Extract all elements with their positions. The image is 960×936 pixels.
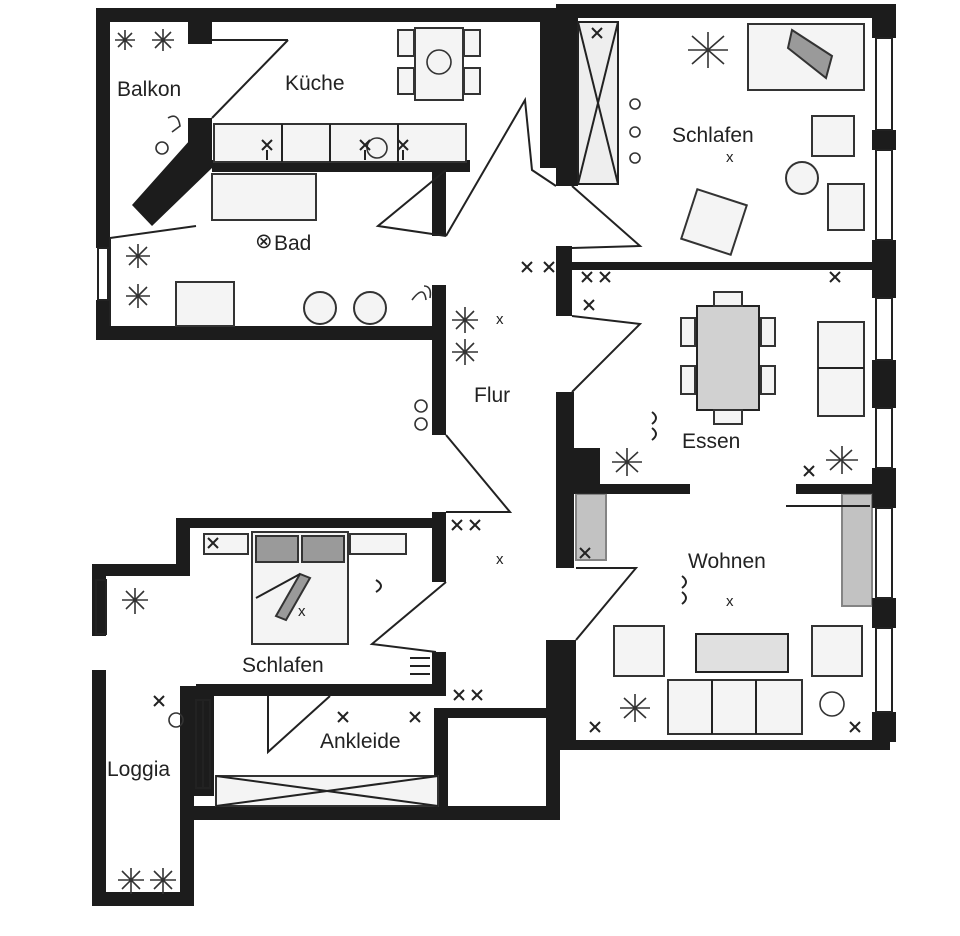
- label-wohnen: Wohnen: [688, 550, 766, 573]
- label-balkon: Balkon: [117, 78, 181, 101]
- light-marks: x x x x x: [298, 149, 734, 620]
- label-schlafen-bottom: Schlafen: [242, 654, 324, 677]
- bad-symbol: ⊗: [255, 230, 273, 253]
- living-furniture: [575, 493, 873, 735]
- label-kueche: Küche: [285, 72, 345, 95]
- kitchen-furniture: [213, 27, 481, 163]
- label-essen: Essen: [682, 430, 740, 453]
- light-mark-wohnen: x: [726, 593, 734, 610]
- flur-outline: [109, 39, 643, 755]
- light-mark-schlafen-bottom: x: [298, 603, 306, 620]
- dining-furniture: [612, 291, 865, 476]
- walls: [92, 4, 896, 906]
- flur-furniture: [414, 307, 478, 431]
- label-schlafen-top: Schlafen: [672, 124, 754, 147]
- bathroom-furniture: [126, 173, 432, 327]
- bedroom-top-furniture: [577, 21, 865, 257]
- label-flur: Flur: [474, 384, 510, 407]
- label-ankleide: Ankleide: [320, 730, 401, 753]
- electrical-symbols: [153, 27, 861, 733]
- light-mark-flur-bottom: x: [496, 551, 504, 568]
- balkon-plants: [115, 29, 181, 155]
- windows: [95, 37, 893, 789]
- label-loggia: Loggia: [107, 758, 170, 781]
- light-mark-flur-top: x: [496, 311, 504, 328]
- room-labels: Balkon Küche Schlafen ⊗ Bad Flur Essen W…: [107, 72, 766, 781]
- light-mark-schlafen-top: x: [726, 149, 734, 166]
- bedroom-bottom-furniture: [122, 531, 407, 645]
- ankleide-loggia-furniture: [118, 657, 439, 894]
- label-bad: Bad: [274, 232, 311, 255]
